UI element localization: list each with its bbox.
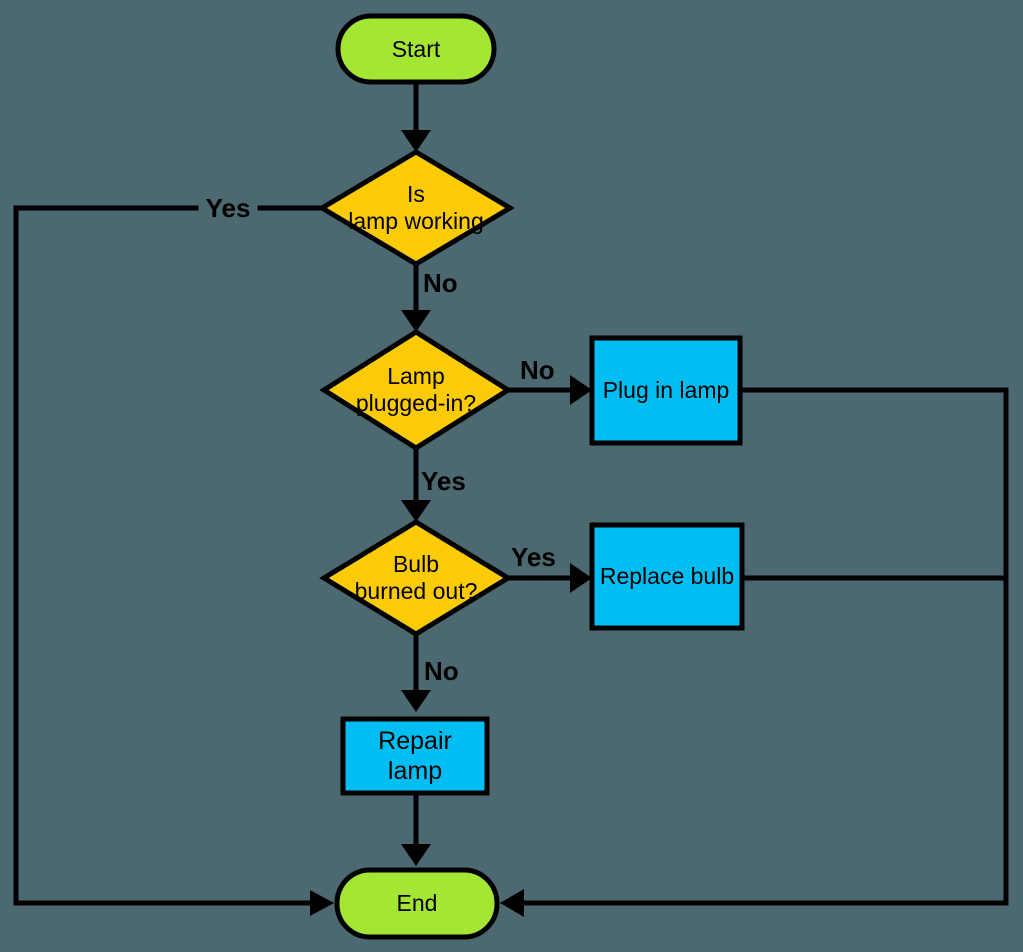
repair-lamp-process-shape [340,716,490,796]
arrowhead-into-replace [570,563,592,593]
arrowhead-into-working [401,130,431,152]
edge-label-burned-no: No [424,656,459,686]
edge-label-burned-yes: Yes [511,542,556,572]
edge-label-plugged-yes: Yes [421,466,466,496]
lamp-plugged-in-decision-shape [319,329,513,451]
bulb-burned-out-decision-shape [319,519,513,637]
edge-label-plugged-no: No [520,355,555,385]
edge-plug-to-end [514,387,1009,906]
is-lamp-working-decision-shape [317,149,515,267]
plug-in-lamp-process-shape [589,335,743,446]
start-node-shape [335,13,497,85]
arrowhead-into-burned [401,500,431,522]
arrowhead-into-end-top [401,844,431,866]
arrowhead-into-repair [401,690,431,712]
arrowhead-into-end-right [500,889,524,917]
arrowhead-into-plug [570,375,592,405]
arrowhead-into-plugged [401,310,431,332]
replace-bulb-process-shape [589,522,745,631]
edge-label-working-no: No [423,268,458,298]
arrowhead-into-end-left [310,890,334,916]
edge-working-yes-to-end [13,205,322,906]
end-node-shape [334,867,500,940]
edge-label-working-yes: Yes [198,195,258,221]
